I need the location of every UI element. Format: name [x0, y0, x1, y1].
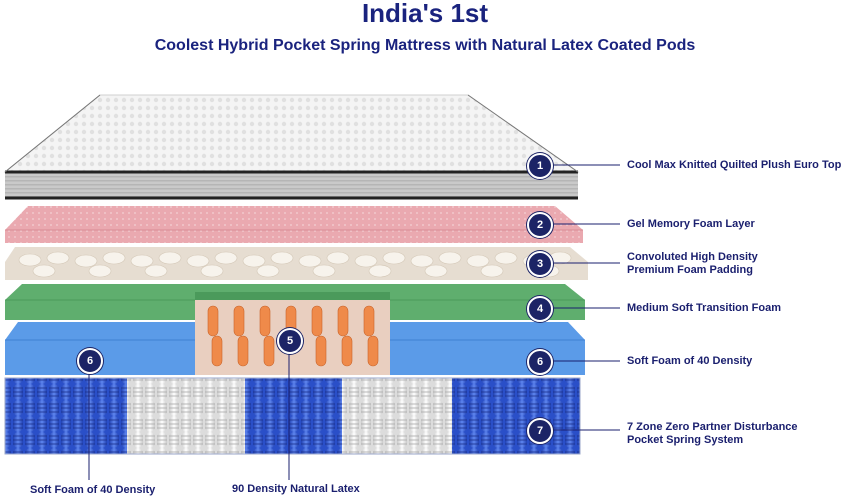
transition-foam-layer [5, 284, 585, 320]
layer-7-label: 7 Zone Zero Partner Disturbance Pocket S… [627, 421, 798, 447]
natural-latex-layer [195, 300, 390, 375]
layer-4-label: Medium Soft Transition Foam [627, 302, 782, 314]
leader-lines [88, 164, 620, 480]
layer-3-label: Convoluted High Density Premium Foam Pad… [627, 251, 758, 277]
layer-6-left-badge: 6 [77, 348, 103, 374]
layer-6-right-label: Soft Foam of 40 Density [627, 355, 753, 367]
layer-5-label: 90 Density Natural Latex [232, 483, 360, 495]
gel-memory-foam-layer [5, 206, 583, 243]
layer-2-badge: 2 [527, 212, 553, 238]
layer-1-label: Cool Max Knitted Quilted Plush Euro Top [627, 159, 842, 171]
pocket-spring-layer [4, 377, 581, 455]
layer-6-right-badge: 6 [527, 349, 553, 375]
layer-4-badge: 4 [527, 296, 553, 322]
layer-1-badge: 1 [527, 153, 553, 179]
layer-3-label-line1: Convoluted High Density [627, 251, 758, 263]
layer-7-badge: 7 [527, 418, 553, 444]
layer-7-label-line1: 7 Zone Zero Partner Disturbance [627, 421, 798, 433]
layer-7-label-line2: Pocket Spring System [627, 434, 744, 446]
layer-6-left-label: Soft Foam of 40 Density [30, 484, 156, 496]
convoluted-foam-layer [5, 247, 588, 280]
layer-3-label-line2: Premium Foam Padding [627, 264, 753, 276]
page-subtitle: Coolest Hybrid Pocket Spring Mattress wi… [154, 37, 696, 54]
layer-5-badge: 5 [277, 328, 303, 354]
layer-3-badge: 3 [527, 251, 553, 277]
page-title: India's 1st [361, 0, 489, 28]
layer-2-label: Gel Memory Foam Layer [627, 218, 755, 230]
euro-top-layer [3, 94, 580, 200]
